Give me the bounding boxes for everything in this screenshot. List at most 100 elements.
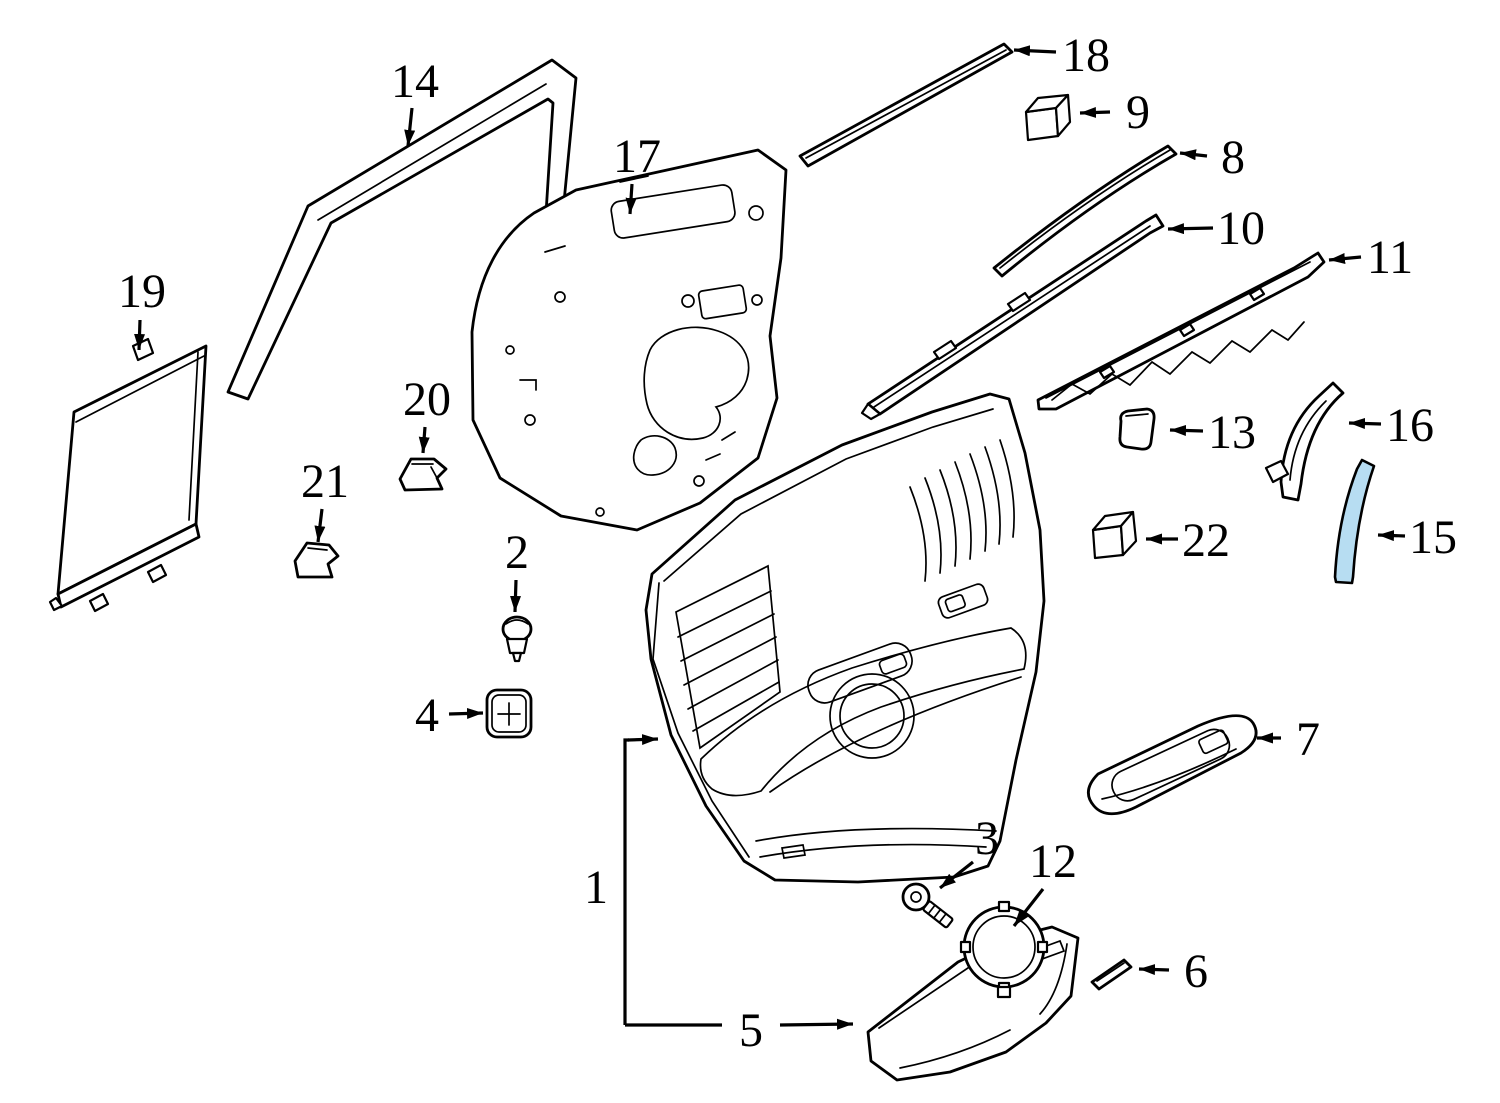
part-15-trim-highlighted[interactable] <box>1333 458 1376 585</box>
part-number-label: 11 <box>1367 231 1413 284</box>
callout-13[interactable]: 13 <box>1169 406 1256 459</box>
part-number-label: 8 <box>1221 131 1245 184</box>
front-face <box>1024 106 1060 142</box>
part-8-molding-strip[interactable] <box>992 144 1178 278</box>
pleated-insert <box>675 564 781 750</box>
callout-20[interactable]: 20 <box>403 373 451 454</box>
leader-line <box>627 734 659 746</box>
leader-line <box>1179 149 1208 161</box>
side-face <box>1119 510 1138 557</box>
callout-8[interactable]: 8 <box>1179 131 1245 184</box>
callout-11[interactable]: 11 <box>1328 231 1413 284</box>
leader-line <box>1013 45 1057 57</box>
outline <box>398 457 448 492</box>
part-9-clip[interactable] <box>1024 93 1072 142</box>
callout-12[interactable]: 12 <box>1012 835 1077 927</box>
part-number-label: 3 <box>975 812 999 865</box>
callout-21[interactable]: 21 <box>301 455 349 543</box>
part-2-retainer-pin[interactable] <box>501 615 533 663</box>
switch-button <box>944 594 966 613</box>
outer-ring <box>962 905 1046 989</box>
part-4-grommet[interactable] <box>485 688 533 739</box>
part-22-clip[interactable] <box>1091 510 1138 560</box>
callout-7[interactable]: 7 <box>1257 713 1320 766</box>
pull-handle <box>807 642 913 704</box>
outline <box>1279 381 1345 502</box>
callout-10[interactable]: 10 <box>1167 202 1265 255</box>
part-10-rail[interactable] <box>860 213 1165 421</box>
detail-line <box>805 49 1007 159</box>
armrest-underline <box>769 676 1022 793</box>
callout-6[interactable]: 6 <box>1138 945 1208 998</box>
part-21-clip[interactable] <box>293 541 340 579</box>
part-16-corner-trim[interactable] <box>1264 381 1345 502</box>
callout-1[interactable]: 1 <box>584 734 722 1027</box>
leader-line <box>314 508 326 543</box>
part-6-strip[interactable] <box>1090 958 1133 991</box>
outline <box>470 148 788 532</box>
part-7-armrest-handle[interactable] <box>1087 714 1258 816</box>
part-20-clip[interactable] <box>398 457 448 492</box>
inner-recess <box>1111 728 1231 802</box>
bump <box>1098 364 1116 380</box>
callout-9[interactable]: 9 <box>1079 86 1150 139</box>
part-number-label: 19 <box>118 265 166 318</box>
part-number-label: 10 <box>1217 202 1265 255</box>
callout-5[interactable]: 5 <box>739 1004 854 1057</box>
part-number-label: 5 <box>739 1004 763 1057</box>
hook <box>88 592 110 613</box>
part-number-label: 21 <box>301 455 349 508</box>
leader-line <box>1377 530 1406 542</box>
threads <box>927 904 947 924</box>
leader-line <box>418 426 430 454</box>
leader-line <box>779 1018 854 1030</box>
head <box>901 882 931 912</box>
detail-line <box>1096 962 1125 982</box>
callout-22[interactable]: 22 <box>1146 514 1230 567</box>
part-19-window-shade[interactable] <box>48 337 208 613</box>
callout-2[interactable]: 2 <box>505 526 529 613</box>
part-number-label: 9 <box>1126 86 1150 139</box>
armrest-band <box>699 627 1027 797</box>
part-3-screw[interactable] <box>901 882 954 929</box>
part-13-clip[interactable] <box>1118 407 1156 451</box>
outline <box>1333 458 1376 585</box>
small-cutout <box>632 435 677 476</box>
part-number-label: 16 <box>1386 399 1434 452</box>
part-number-label: 7 <box>1296 713 1320 766</box>
part-number-label: 20 <box>403 373 451 426</box>
part-11-channel-rail[interactable] <box>1036 251 1326 411</box>
part-number-label: 18 <box>1062 29 1110 82</box>
part-17-door-carrier-panel[interactable] <box>470 148 788 532</box>
window-slot <box>610 184 736 239</box>
callout-18[interactable]: 18 <box>1013 29 1110 82</box>
switch-cutout <box>1198 729 1229 755</box>
part-number-label: 14 <box>391 55 439 108</box>
bracket-line <box>623 738 722 1027</box>
detail-line <box>411 463 438 479</box>
bottom-tab <box>996 985 1012 999</box>
bump <box>1178 322 1196 338</box>
part-number-label: 13 <box>1208 406 1256 459</box>
callout-4[interactable]: 4 <box>415 689 484 742</box>
tab <box>932 339 958 361</box>
callout-3[interactable]: 3 <box>939 812 999 890</box>
inner-outline <box>491 694 527 733</box>
callout-19[interactable]: 19 <box>118 265 166 351</box>
part-12-speaker-ring[interactable] <box>959 900 1049 999</box>
detail-line <box>1101 748 1237 800</box>
detail-line <box>1125 413 1149 417</box>
callout-17[interactable]: 17 <box>613 130 661 215</box>
callout-14[interactable]: 14 <box>391 55 439 147</box>
detail-line <box>899 943 1068 1069</box>
part-1-door-trim-panel[interactable] <box>644 392 1046 884</box>
callout-16[interactable]: 16 <box>1348 399 1434 452</box>
bump <box>1248 286 1266 302</box>
right-edge-line <box>188 351 199 521</box>
part-number-label: 17 <box>613 130 661 183</box>
part-18-belt-molding[interactable] <box>798 42 1014 168</box>
part-number-label: 1 <box>584 861 608 914</box>
callout-15[interactable]: 15 <box>1377 511 1457 564</box>
foot <box>1264 459 1290 484</box>
